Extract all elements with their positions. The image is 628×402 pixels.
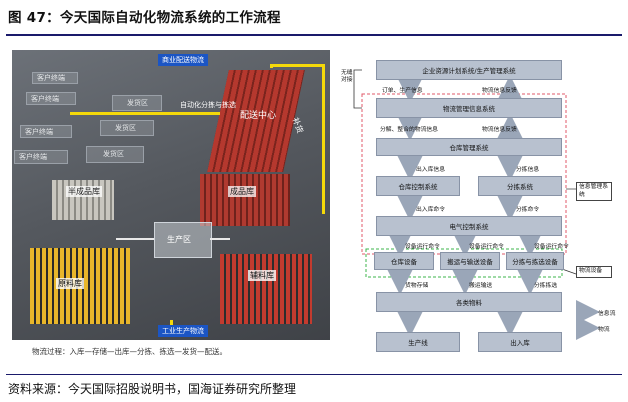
- storage-equipment-node: 仓库设备: [374, 252, 434, 270]
- equipment-command-label: 设备运行命令: [405, 244, 440, 250]
- outbound-node: 出入库: [478, 332, 562, 352]
- auxiliary-label: 辅料库: [248, 270, 276, 281]
- client-terminal-area: 客户终端: [26, 92, 76, 105]
- logistics-feedback-label: 物流信息反馈: [482, 88, 517, 94]
- logistics-equipment-box: 物流设备: [576, 266, 612, 278]
- info-mgmt-system-box: 信息管理系统: [576, 182, 612, 202]
- wms-node: 仓库管理系统: [376, 138, 562, 156]
- replenish-flow-line: [322, 64, 325, 214]
- equipment-command-label: 设备运行命令: [534, 244, 569, 250]
- order-info-label: 订单、生产信息: [382, 88, 423, 94]
- split-integrate-label: 分解、整合的物流信息: [380, 127, 438, 133]
- finished-goods-racks: [200, 174, 290, 226]
- goods-storage-label: 货物存储: [405, 283, 429, 289]
- equipment-command-label: 设备运行命令: [469, 244, 504, 250]
- seamless-docking-label: 无缝对接: [341, 70, 353, 84]
- semi-finished-label: 半成品库: [66, 186, 102, 197]
- auxiliary-racks: [220, 254, 312, 324]
- title-divider: [6, 34, 622, 36]
- inout-command-label: 出入库命令: [416, 207, 445, 213]
- transport-equipment-node: 搬运与输送设备: [440, 252, 500, 270]
- shipping-area: 发货区: [86, 146, 144, 163]
- replenish-label: 补货: [290, 116, 305, 135]
- illustration-caption: 物流过程：入库—存储—出库—分拣、拣选—发货—配送。: [32, 347, 227, 356]
- legend-logistics: 物流: [598, 327, 610, 333]
- sorting-system-node: 分拣系统: [478, 176, 562, 196]
- commercial-logistics-tag: 商业配送物流: [158, 54, 208, 66]
- finished-goods-label: 成品库: [228, 186, 256, 197]
- ecs-node: 电气控制系统: [376, 216, 562, 236]
- connector-line: [116, 238, 154, 240]
- transport-label: 搬运输送: [469, 283, 493, 289]
- sorting-lane-label: 自动化分拣与拣选: [180, 101, 236, 109]
- lms-node: 物流管理信息系统: [376, 98, 562, 118]
- client-terminal-area: 客户终端: [32, 72, 78, 84]
- raw-material-label: 原料库: [56, 278, 84, 289]
- footer-divider: [6, 374, 622, 375]
- client-terminal-area: 客户终端: [20, 125, 72, 138]
- sorting-equipment-node: 分拣与拣选设备: [506, 252, 564, 270]
- source-note: 资料来源：今天国际招股说明书，国海证券研究所整理: [8, 382, 297, 396]
- sort-command-label: 分拣命令: [516, 207, 540, 213]
- production-area: 生产区: [154, 222, 212, 258]
- connector-line: [210, 238, 230, 240]
- distribution-center-label: 配送中心: [240, 111, 277, 121]
- figure-title: 图 47：今天国际自动化物流系统的工作流程: [8, 10, 281, 26]
- flow-arrows: [353, 69, 600, 340]
- outbound-flow-line: [70, 112, 220, 115]
- shipping-area: 发货区: [100, 120, 154, 136]
- inout-info-label: 出入库信息: [416, 167, 445, 173]
- shipping-area: 发货区: [112, 95, 162, 111]
- legend-info-flow: 信息流: [598, 311, 616, 317]
- erp-node: 企业资源计划系统/生产管理系统: [376, 60, 562, 80]
- materials-node: 各类物料: [376, 292, 562, 312]
- warehouse-illustration: 商业配送物流 客户终端 客户终端 客户终端 客户终端 发货区 发货区 发货区 配…: [12, 50, 330, 340]
- production-line-node: 生产线: [376, 332, 460, 352]
- logistics-feedback-label: 物流信息反馈: [482, 127, 517, 133]
- wcs-node: 仓库控制系统: [376, 176, 460, 196]
- sorting-label: 分拣拣选: [534, 283, 558, 289]
- industrial-logistics-tag: 工业生产物流: [158, 325, 208, 337]
- client-terminal-area: 客户终端: [14, 150, 68, 164]
- flow-line: [270, 64, 324, 67]
- sort-info-label: 分拣信息: [516, 167, 540, 173]
